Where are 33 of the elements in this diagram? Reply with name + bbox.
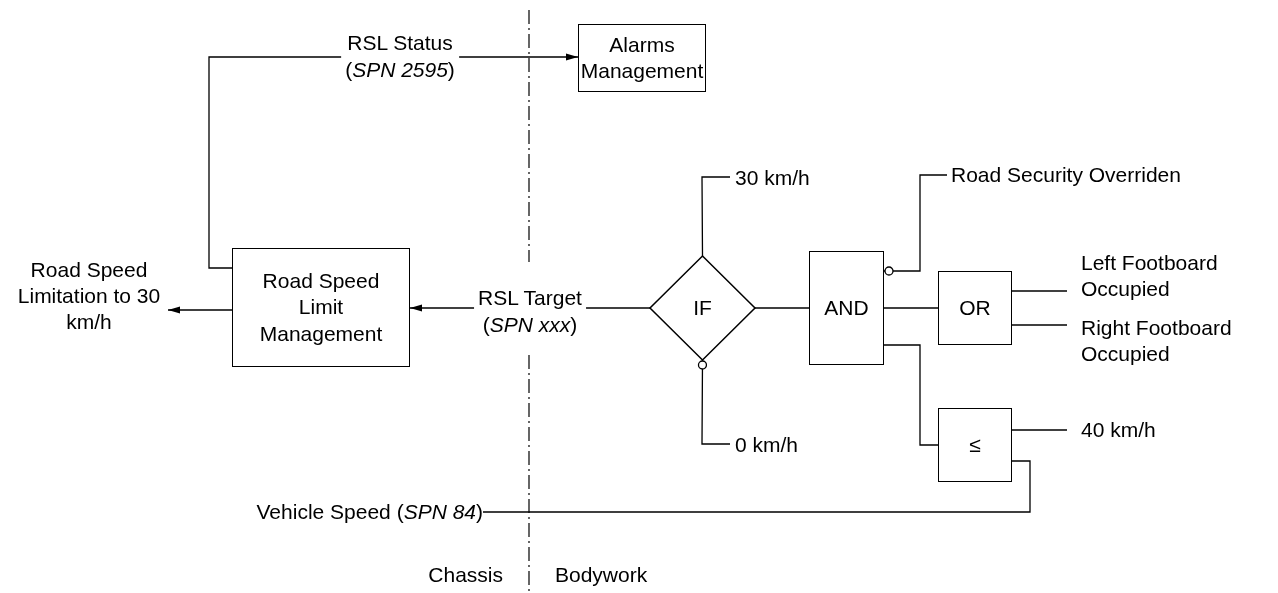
connector-line (754, 307, 810, 309)
connector-line (701, 176, 731, 257)
process-box (232, 248, 410, 367)
connector-line (883, 344, 939, 446)
box-label: Alarms Management (579, 31, 705, 84)
box-label: ≤ (969, 431, 981, 458)
signal-text: Left Footboard Occupied (1081, 246, 1276, 306)
decision-diamond (650, 256, 755, 360)
region-label: Chassis (428, 563, 503, 587)
arrow (167, 306, 233, 314)
box-label: OR (959, 294, 991, 321)
signal-text: Right Footboard Occupied (1081, 311, 1276, 371)
connector-line (883, 174, 948, 276)
connector-line (697, 359, 731, 445)
connector-line (1011, 429, 1068, 431)
box-label: AND (824, 294, 869, 321)
process-box (809, 251, 884, 365)
signal-text: 40 km/h (1081, 416, 1191, 444)
connector-line (883, 307, 939, 309)
diamond-label: IF (693, 294, 712, 321)
box-label: Road Speed Limit Management (258, 268, 384, 347)
connector-line (1011, 290, 1068, 292)
connector-line (1011, 324, 1068, 326)
signal-text: 30 km/h (735, 164, 845, 192)
signal-text: Road Speed Limitation to 30 km/h (14, 260, 164, 332)
process-box (938, 408, 1012, 482)
process-box (578, 24, 706, 92)
connector-line (482, 460, 1031, 513)
signal-text: Vehicle Speed (SPN 84) (165, 498, 483, 526)
region-label: Bodywork (555, 563, 648, 587)
signal-text: 0 km/h (735, 431, 835, 459)
process-box (938, 271, 1012, 345)
signal-text: Road Security Overriden (951, 161, 1251, 189)
